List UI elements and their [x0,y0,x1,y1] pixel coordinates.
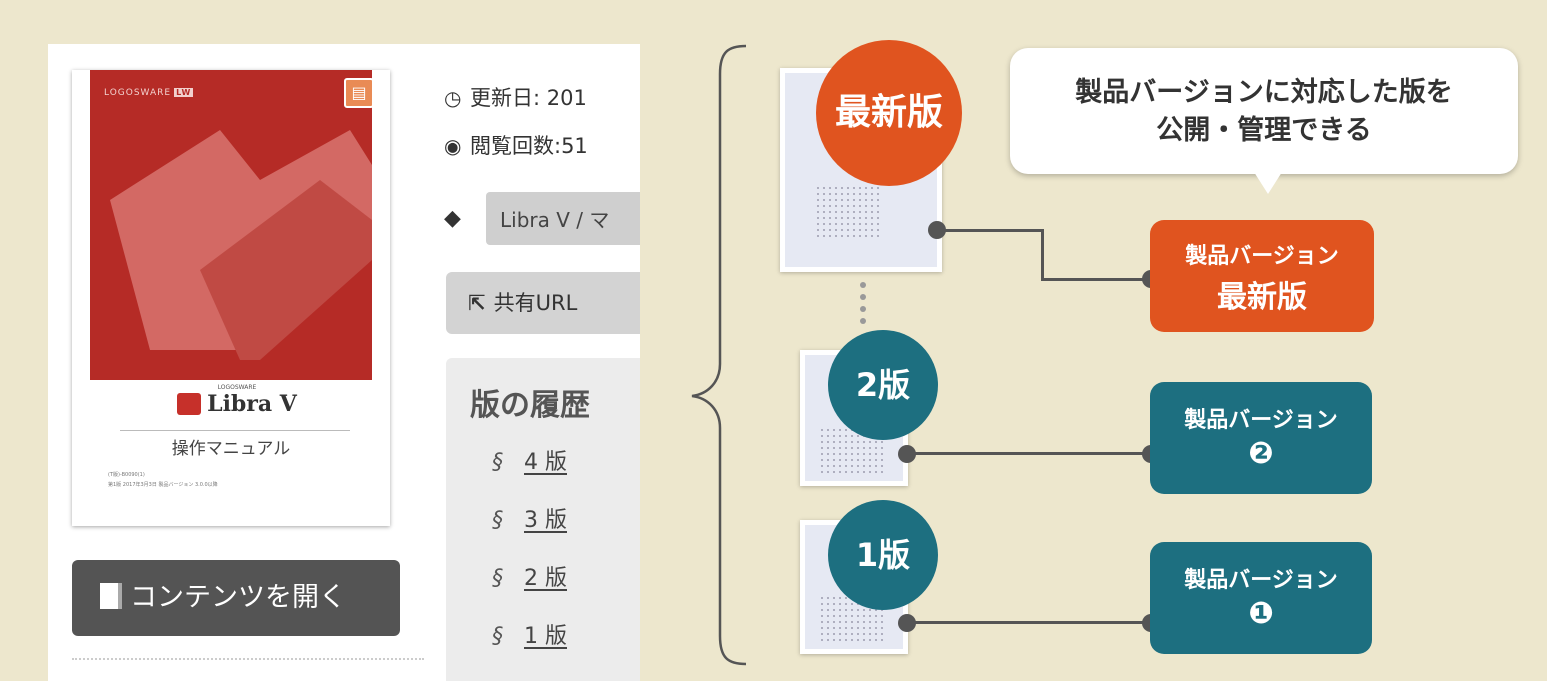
history-link-label[interactable]: 4 版 [524,450,567,475]
connector-line [906,452,1152,455]
link-icon: § [492,566,503,591]
connector-line [906,621,1152,624]
history-link-label[interactable]: 3 版 [524,508,567,533]
cover-subtitle: 操作マニュアル [171,439,291,459]
version-history: 版の履歴 § 4 版 § 3 版 § 2 版 § 1 版 [446,358,640,681]
callout-bubble: 製品バージョンに対応した版を 公開・管理できる [1010,48,1518,174]
connector-line [938,229,1044,232]
product-version-1: 製品バージョン ❶ [1150,542,1372,654]
badge-latest-text: 最新版 [834,92,943,133]
dotted-divider [72,658,424,660]
libra-logo-icon [177,393,202,415]
book-icon [100,583,122,609]
product-version-2: 製品バージョン ❷ [1150,382,1372,494]
share-icon: ⇱ [468,291,486,315]
callout-line-2: 公開・管理できる [1156,115,1372,146]
clock-icon: ◷ [444,86,462,110]
product-version-latest-value: 最新版 [1217,280,1307,315]
product-version-2-label: 製品バージョン [1184,408,1338,433]
tag-icon: ◆ [444,206,461,231]
badge-v1-text: 1版 [855,536,911,574]
connector-line [1041,278,1153,281]
cover-product-name: Libra V [207,391,297,417]
callout-tail [1254,172,1282,194]
updated-text: 更新日: 201 [470,86,587,110]
link-icon: § [492,508,503,533]
callout-line-1: 製品バージョンに対応した版を [1075,77,1453,108]
badge-latest: 最新版 [816,40,962,186]
history-link-label[interactable]: 1 版 [524,624,567,649]
cover-fine-print: (T版)-B0090(1) 第1版 2017年3月3日 製品バージョン 3.0.… [108,470,218,490]
cover-divider [120,430,350,431]
badge-v2: 2版 [828,330,938,440]
cover-product-logo: LOGOSWARE Libra V [172,384,302,419]
history-link[interactable]: § 4 版 [492,444,571,502]
book-icon: ▤ [344,78,374,108]
share-url-label: 共有URL [493,291,578,315]
link-icon: § [492,624,503,649]
cover-fine-line-2: 第1版 2017年3月3日 製品バージョン 3.0.0以降 [108,482,218,488]
eye-icon: ◉ [444,134,462,158]
views-text: 閲覧回数:51 [470,134,588,158]
product-version-latest-label: 製品バージョン [1185,244,1339,269]
product-version-latest: 製品バージョン 最新版 [1150,220,1374,332]
badge-v1: 1版 [828,500,938,610]
view-count: ◉ 閲覧回数:51 [444,130,588,160]
continuation-dots [860,282,866,330]
history-link[interactable]: § 1 版 [492,618,571,676]
product-version-1-value: ❶ [1248,596,1274,631]
history-link[interactable]: § 3 版 [492,502,571,560]
cover-product-small: LOGOSWARE [217,384,257,391]
history-link-label[interactable]: 2 版 [524,566,567,591]
connector-line [1041,229,1044,281]
open-content-button[interactable]: コンテンツを開く [72,560,400,636]
cover-fine-line-1: (T版)-B0090(1) [108,472,145,478]
badge-v2-text: 2版 [855,366,911,404]
tag-row: ◆ Libra V / マ [444,192,640,245]
connector-dot [928,221,946,239]
cover-brand-mark: LW [174,88,194,97]
updated-date: ◷ 更新日: 201 [444,82,587,112]
version-history-title: 版の履歴 [470,388,590,423]
curly-brace [691,44,747,666]
link-icon: § [492,450,503,475]
cover-brand-text: LOGOSWARE [104,88,172,98]
history-link[interactable]: § 2 版 [492,560,571,618]
open-content-label: コンテンツを開く [130,582,346,613]
product-version-2-value: ❷ [1248,436,1274,471]
folder-illustration [110,130,372,360]
share-url-button[interactable]: ⇱ 共有URL [446,272,640,334]
tag-chip[interactable]: Libra V / マ [486,192,640,245]
product-version-1-label: 製品バージョン [1184,568,1338,593]
